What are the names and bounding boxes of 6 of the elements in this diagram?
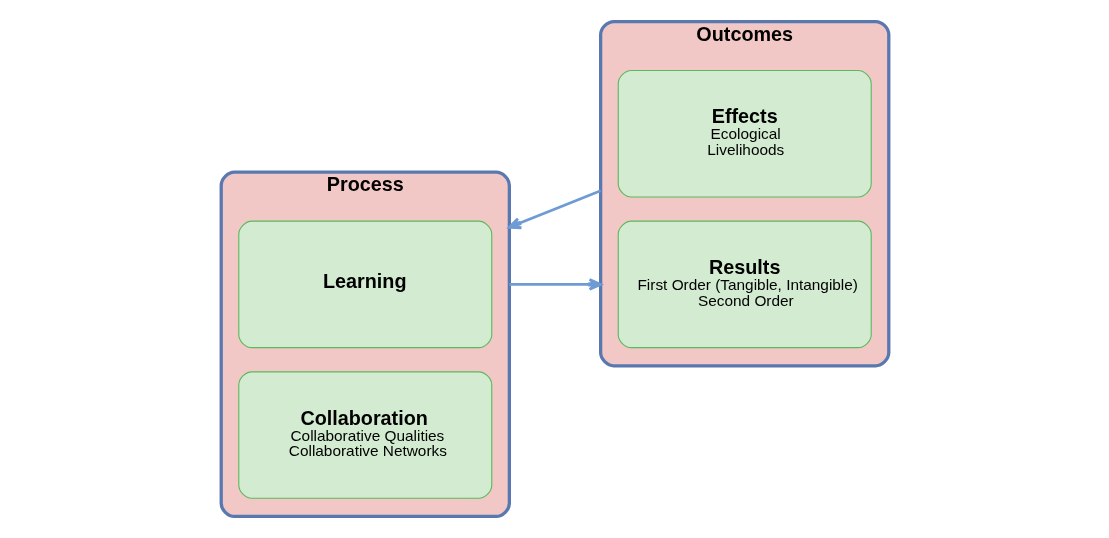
arrow <box>508 278 602 291</box>
node-box: Learning <box>237 220 492 349</box>
node-box: Effects Ecological Livelihoods <box>617 69 872 198</box>
node-box: Collaboration Collaborative Qualities Collaborative Networks <box>237 371 492 499</box>
node-box: Results First Order (Tangible, Intangible) Second Order <box>617 220 872 349</box>
arrow <box>507 189 601 230</box>
